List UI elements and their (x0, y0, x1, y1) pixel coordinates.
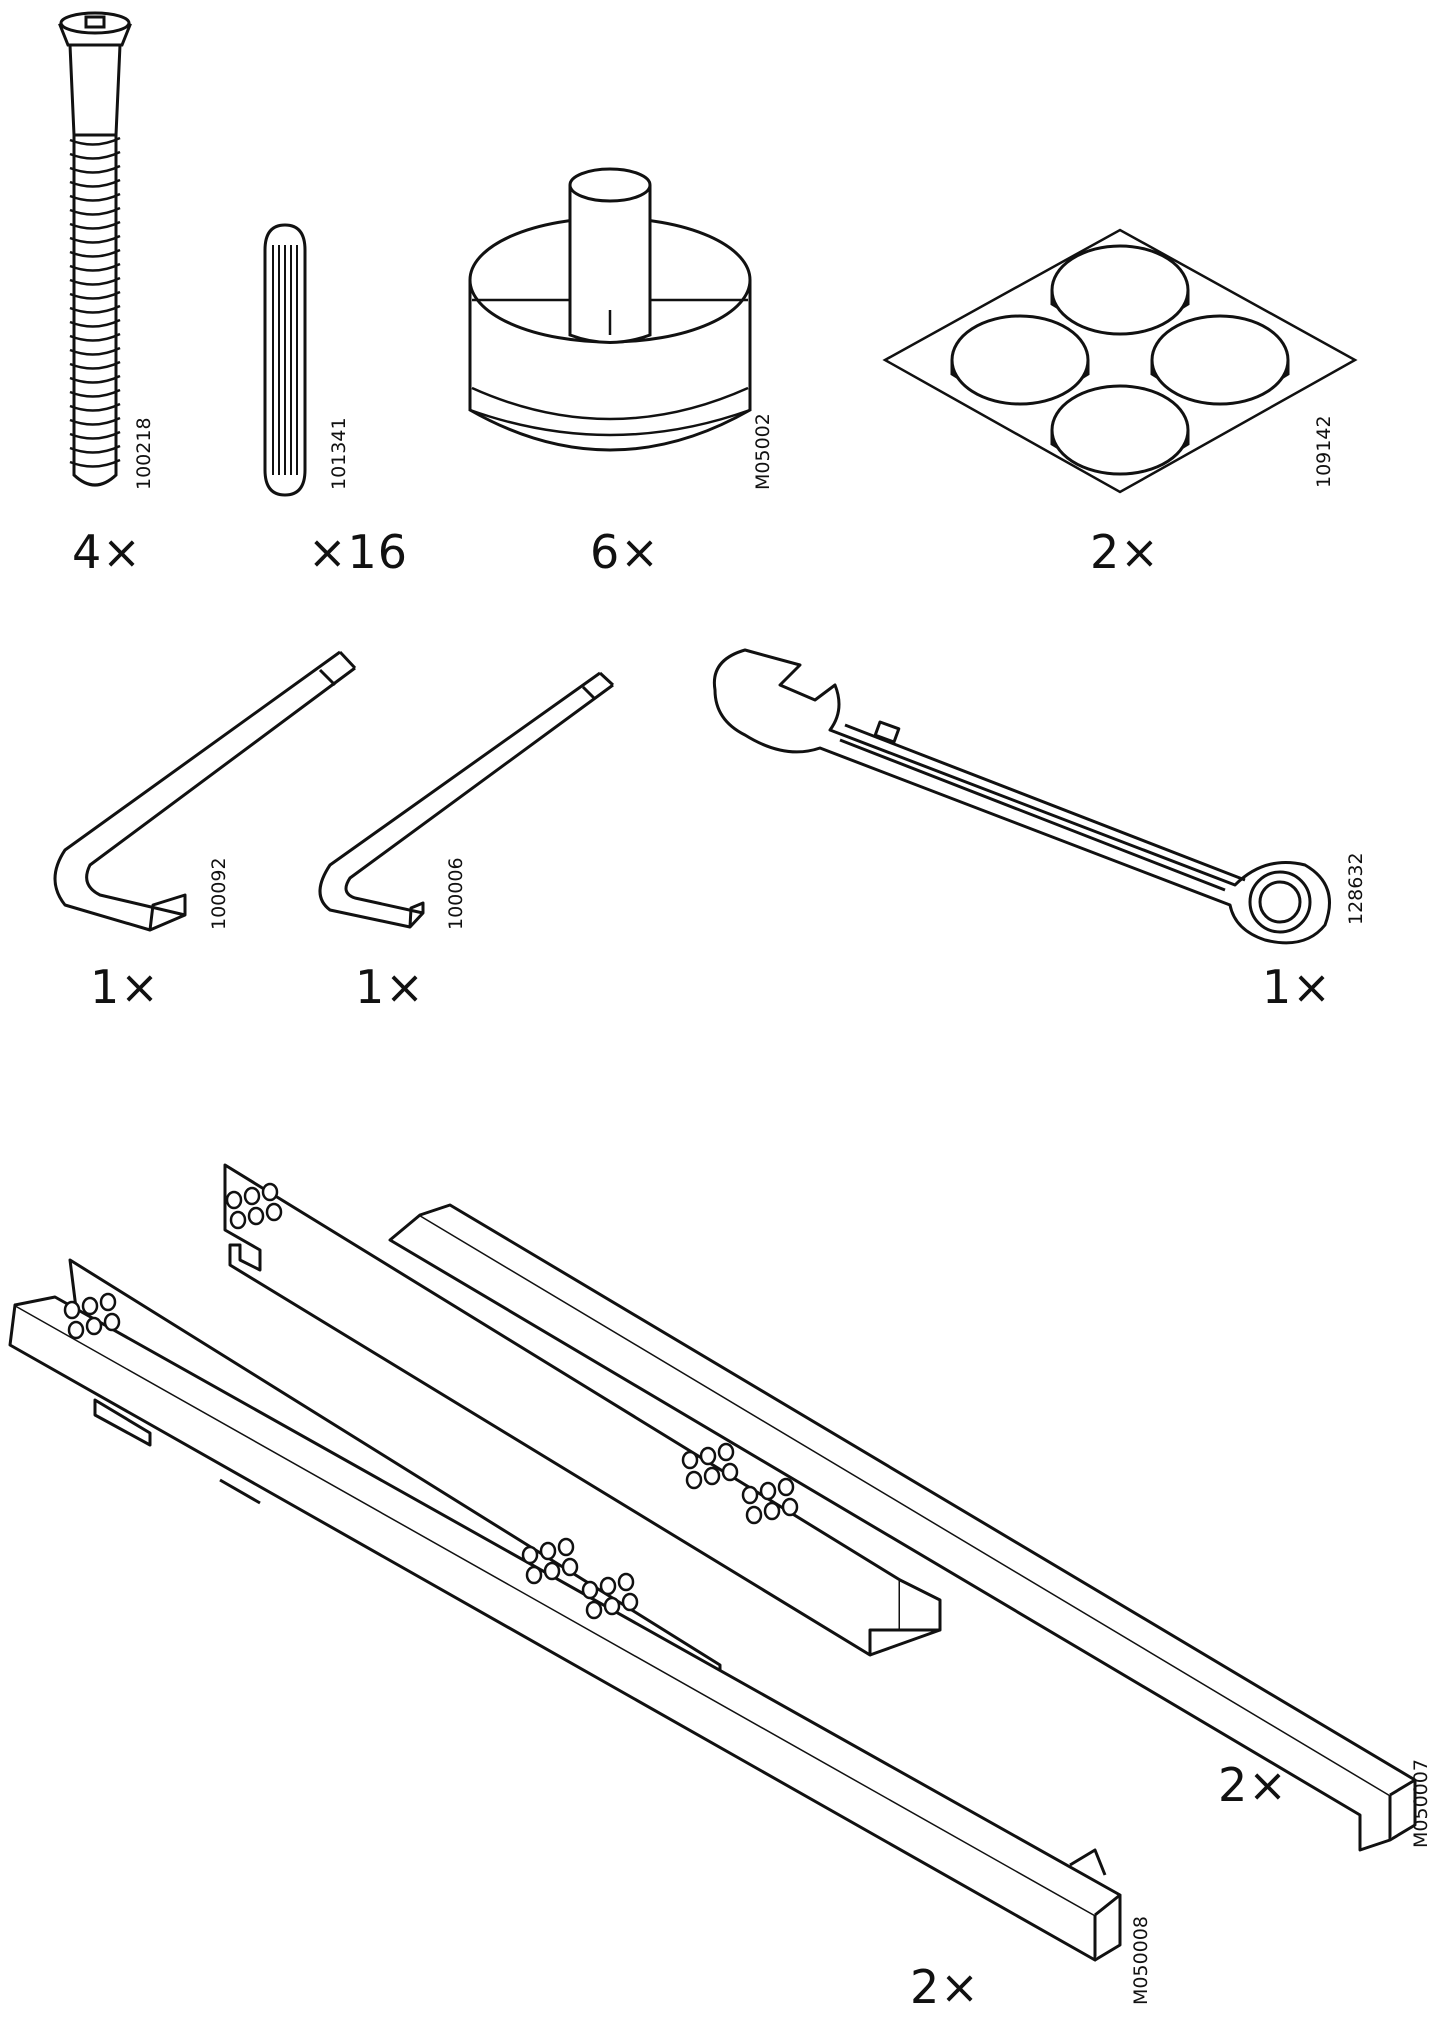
part-code: M05002 (752, 413, 774, 490)
mounting-hole (743, 1487, 757, 1503)
quantity-label: 1× (355, 960, 425, 1014)
part-code: 100218 (133, 417, 155, 490)
mounting-hole (559, 1539, 573, 1555)
thread-line (70, 390, 120, 397)
thread-line (70, 446, 120, 453)
mounting-hole (783, 1499, 797, 1515)
mounting-hole (701, 1448, 715, 1464)
mounting-hole (747, 1507, 761, 1523)
mounting-hole (779, 1479, 793, 1495)
dowel-illustration (255, 220, 315, 500)
thread-line (70, 278, 120, 285)
quantity-label: ×16 (308, 525, 409, 579)
felt-pad (1052, 246, 1188, 334)
mounting-hole (623, 1594, 637, 1610)
mounting-hole (249, 1208, 263, 1224)
thread-line (70, 404, 120, 411)
thread-line (70, 236, 120, 243)
part-code: 100006 (445, 857, 467, 930)
screw-illustration (40, 5, 150, 495)
quantity-label: 2× (1218, 1758, 1288, 1812)
mounting-hole (263, 1184, 277, 1200)
runner-back-illustration (220, 1160, 1420, 1860)
part-code: 109142 (1313, 415, 1335, 488)
thread-line (70, 362, 120, 369)
thread-line (70, 264, 120, 271)
mounting-hole (87, 1318, 101, 1334)
mounting-hole (545, 1563, 559, 1579)
felt-pad (952, 316, 1088, 404)
part-code: M050007 (1410, 1759, 1432, 1848)
thread-line (70, 292, 120, 299)
mounting-hole (601, 1578, 615, 1594)
quantity-label: 2× (910, 1960, 980, 2014)
mounting-hole (227, 1192, 241, 1208)
mounting-hole (541, 1543, 555, 1559)
part-code: 128632 (1345, 852, 1367, 925)
quantity-label: 1× (1262, 960, 1332, 1014)
mounting-hole (723, 1464, 737, 1480)
thread-line (70, 460, 120, 467)
mounting-hole (583, 1582, 597, 1598)
mounting-hole (705, 1468, 719, 1484)
mounting-hole (523, 1547, 537, 1563)
mounting-hole (687, 1472, 701, 1488)
mounting-hole (105, 1314, 119, 1330)
wrench-illustration (705, 640, 1345, 950)
mounting-hole (527, 1567, 541, 1583)
allen-key-large-illustration (45, 640, 365, 940)
thread-line (70, 222, 120, 229)
mounting-hole (245, 1188, 259, 1204)
quantity-label: 4× (72, 525, 142, 579)
mounting-hole (605, 1598, 619, 1614)
quantity-label: 6× (590, 525, 660, 579)
thread-line (70, 432, 120, 439)
felt-pad (1052, 386, 1188, 474)
mounting-hole (683, 1452, 697, 1468)
mounting-hole (65, 1302, 79, 1318)
allen-key-small-illustration (315, 665, 625, 935)
mounting-hole (761, 1483, 775, 1499)
mounting-hole (587, 1602, 601, 1618)
thread-line (70, 138, 120, 145)
thread-line (70, 166, 120, 173)
part-code: 101341 (328, 417, 350, 490)
thread-line (70, 306, 120, 313)
mounting-hole (231, 1212, 245, 1228)
mounting-hole (101, 1294, 115, 1310)
thread-line (70, 208, 120, 215)
mounting-hole (563, 1559, 577, 1575)
thread-line (70, 320, 120, 327)
thread-line (70, 194, 120, 201)
thread-line (70, 348, 120, 355)
thread-line (70, 376, 120, 383)
thread-line (70, 334, 120, 341)
quantity-label: 2× (1090, 525, 1160, 579)
thread-line (70, 418, 120, 425)
leg-illustration (460, 160, 760, 500)
felt-pads-illustration (880, 220, 1360, 500)
thread-line (70, 250, 120, 257)
thread-line (70, 180, 120, 187)
runner-front-illustration (10, 1255, 1130, 1975)
mounting-hole (765, 1503, 779, 1519)
mounting-hole (69, 1322, 83, 1338)
mounting-hole (267, 1204, 281, 1220)
mounting-hole (719, 1444, 733, 1460)
part-code: 100092 (208, 857, 230, 930)
mounting-hole (83, 1298, 97, 1314)
thread-line (70, 152, 120, 159)
mounting-hole (619, 1574, 633, 1590)
felt-pad (1152, 316, 1288, 404)
quantity-label: 1× (90, 960, 160, 1014)
part-code: M050008 (1130, 1916, 1152, 2005)
